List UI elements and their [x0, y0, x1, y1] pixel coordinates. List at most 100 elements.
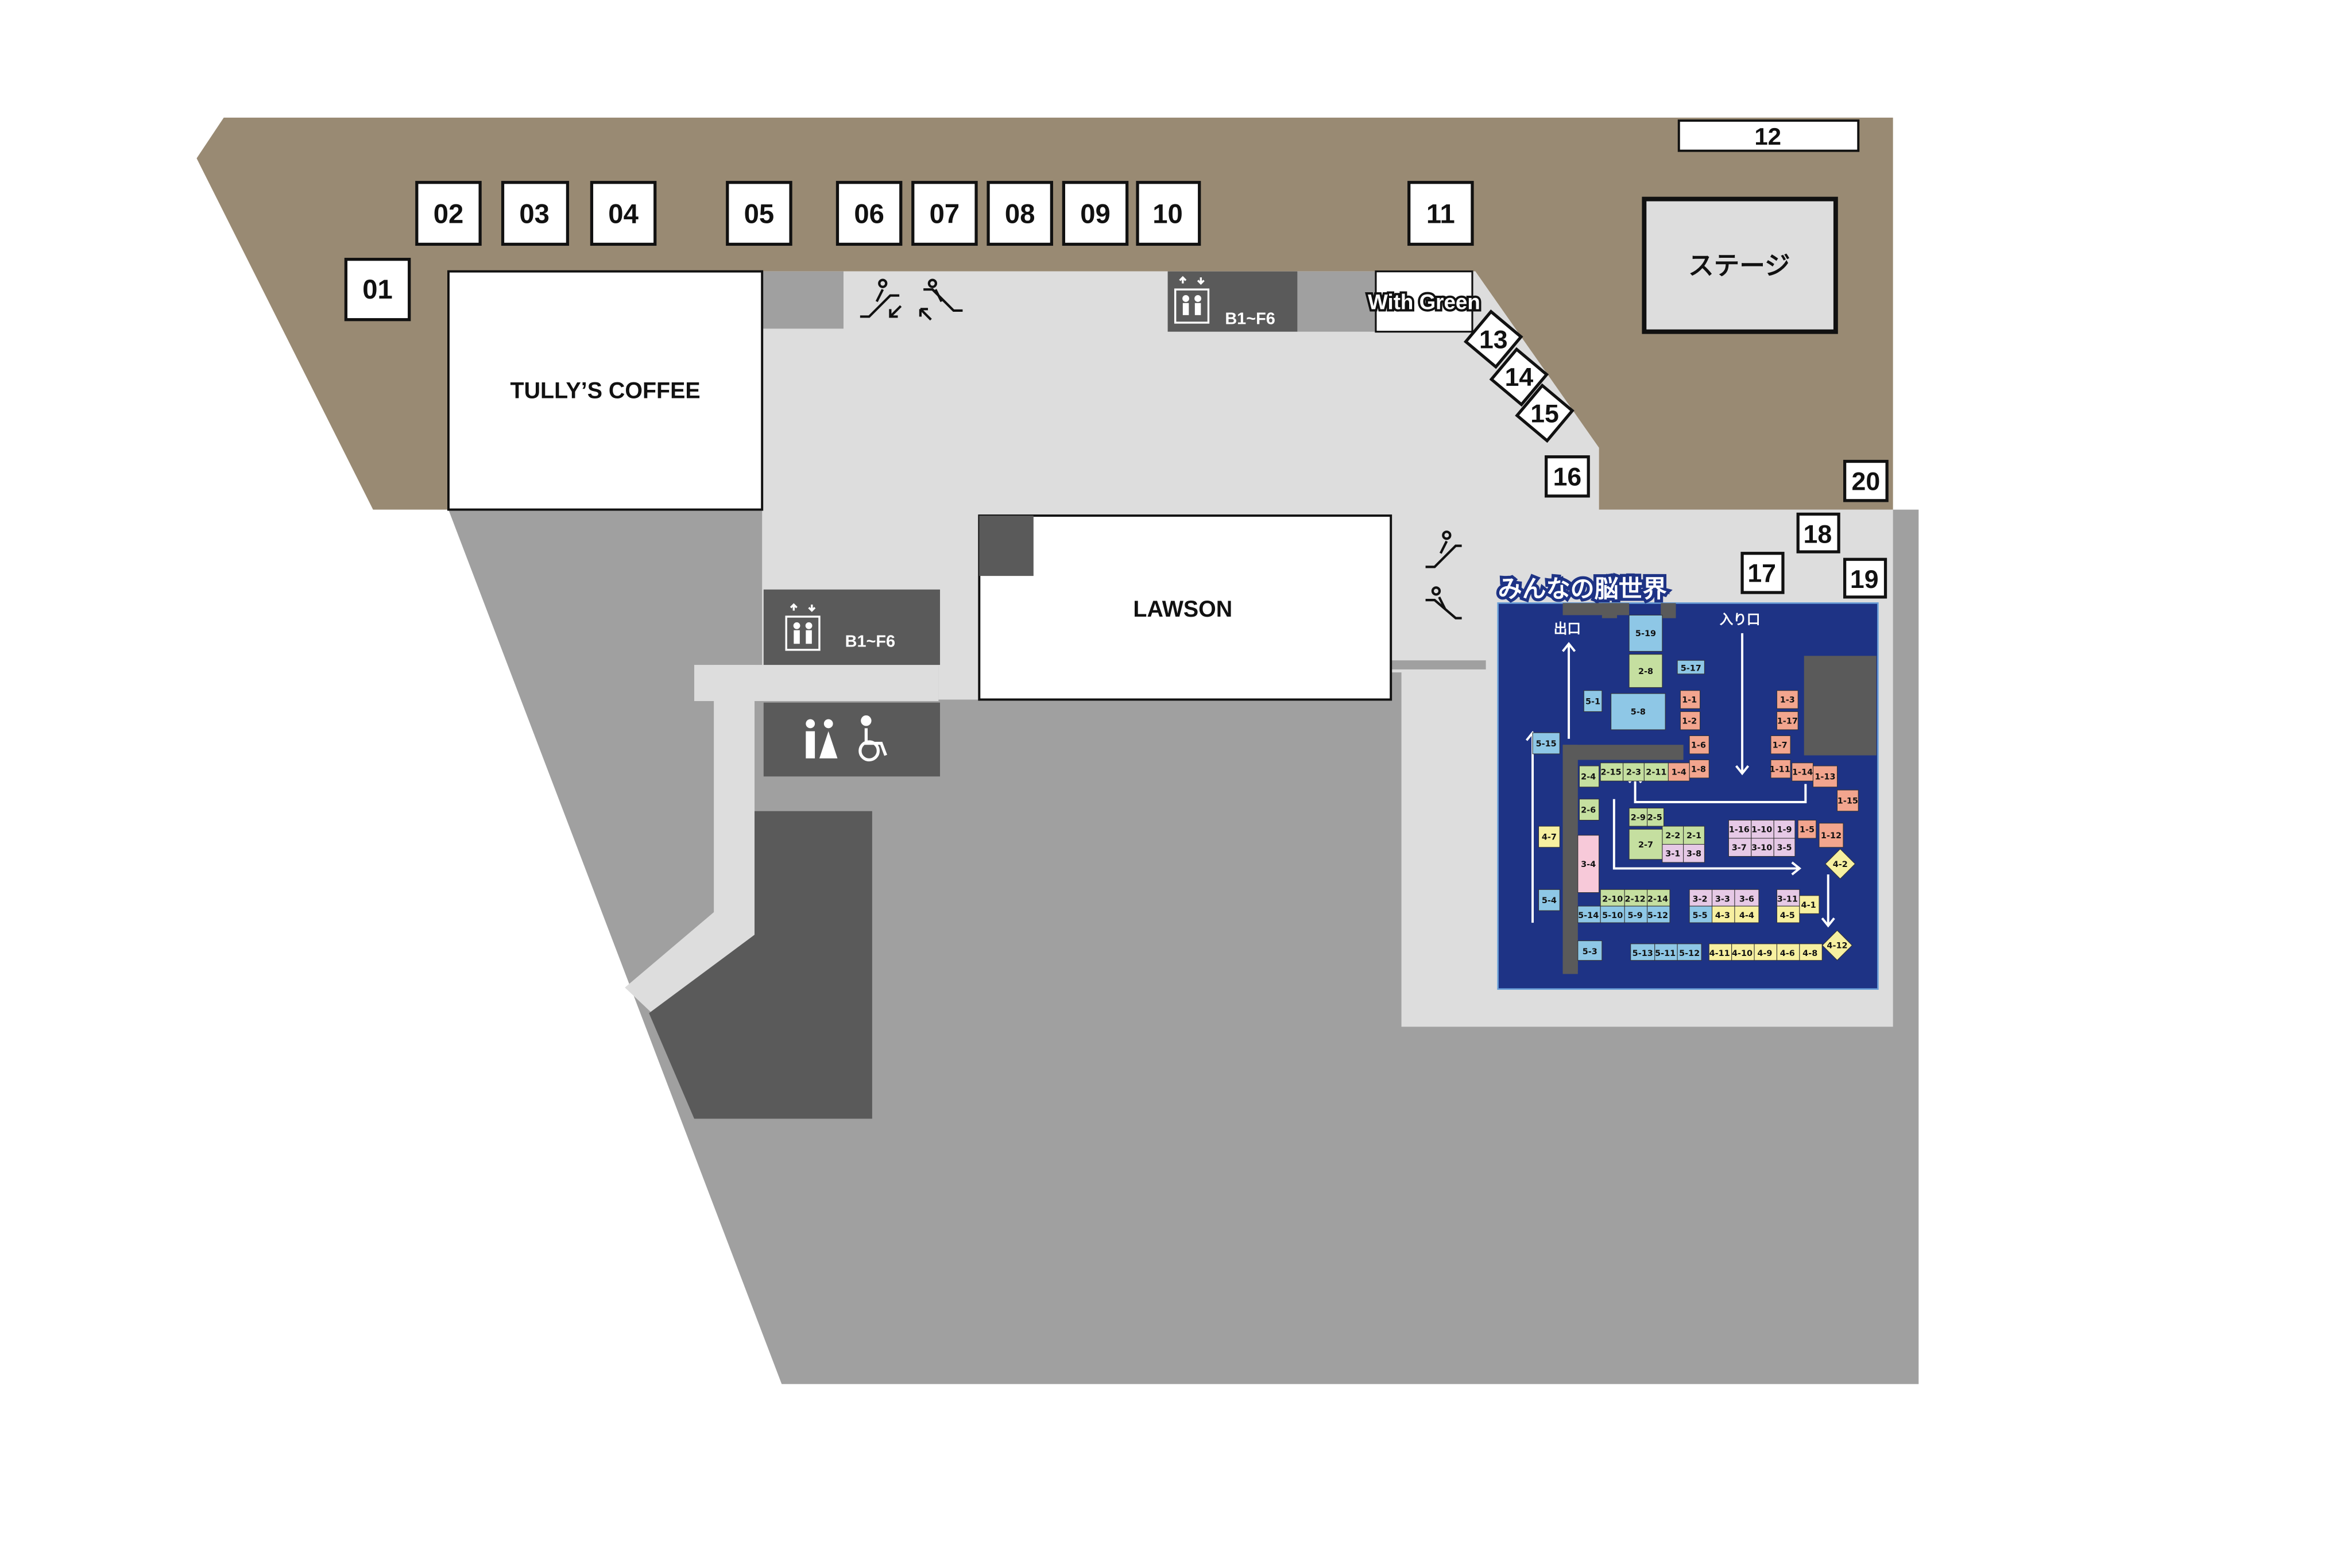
exhibit-cell[interactable]: 1-8	[1689, 759, 1709, 779]
exhibit-cell[interactable]: 4-2	[1824, 848, 1856, 880]
exhibit-cell[interactable]: 1-6	[1689, 735, 1709, 754]
store-with-green[interactable]: With Green	[1365, 270, 1483, 333]
exhibit-cell[interactable]: 3-8	[1683, 844, 1705, 863]
booth-17[interactable]: 17	[1740, 552, 1785, 594]
exhibit-cell[interactable]: 2-3	[1623, 762, 1645, 781]
exhibit-cell[interactable]: 3-6	[1734, 889, 1759, 907]
exhibit-cell[interactable]: 5-19	[1628, 614, 1663, 652]
exhibit-cell[interactable]: 1-1	[1680, 690, 1701, 709]
booth-09[interactable]: 09	[1062, 181, 1129, 246]
elevator-main[interactable]	[763, 589, 941, 665]
exhibit-cell[interactable]: 1-3	[1776, 690, 1798, 709]
booth-18[interactable]: 18	[1796, 512, 1840, 553]
exhibit-cell[interactable]: 1-7	[1770, 735, 1791, 754]
elevator-top[interactable]	[1167, 271, 1298, 332]
exhibit-cell[interactable]: 2-9	[1628, 807, 1648, 827]
booth-08[interactable]: 08	[987, 181, 1053, 246]
booth-02[interactable]: 02	[415, 181, 482, 246]
exhibit-cell[interactable]: 2-2	[1662, 826, 1684, 845]
exhibit-cell[interactable]: 4-11	[1708, 943, 1732, 961]
exhibit-cell[interactable]: 2-5	[1647, 807, 1665, 827]
exhibit-cell[interactable]: 5-3	[1577, 940, 1603, 961]
exhibit-cell[interactable]: 5-5	[1689, 905, 1713, 923]
exhibit-cell[interactable]: 2-12	[1624, 889, 1648, 907]
exhibit-cell[interactable]: 5-11	[1654, 943, 1678, 961]
store-lawson[interactable]: LAWSON	[978, 514, 1392, 701]
exhibit-cell[interactable]: 1-2	[1680, 711, 1701, 730]
exhibit-cell[interactable]: 5-14	[1577, 905, 1601, 923]
exhibit-cell[interactable]: 5-17	[1677, 660, 1705, 675]
exhibit-cell[interactable]: 2-6	[1579, 799, 1600, 821]
exhibit-cell[interactable]: 5-8	[1611, 693, 1666, 730]
exhibit-cell[interactable]: 1-11	[1770, 759, 1791, 779]
exhibit-cell[interactable]: 3-3	[1712, 889, 1735, 907]
booth-19[interactable]: 19	[1843, 557, 1887, 599]
exhibit-cell[interactable]: 5-9	[1624, 905, 1648, 923]
exhibit-cell[interactable]: 2-7	[1628, 828, 1663, 860]
booth-05[interactable]: 05	[726, 181, 792, 246]
booth-19-label: 19	[1850, 566, 1879, 594]
exhibit-cell[interactable]: 1-13	[1812, 765, 1838, 788]
exhibit-cell[interactable]: 2-4	[1579, 765, 1600, 788]
exhibit-cell[interactable]: 4-10	[1731, 943, 1755, 961]
booth-20[interactable]: 20	[1843, 459, 1889, 502]
exhibit-cell[interactable]: 3-7	[1728, 838, 1752, 857]
exhibit-cell[interactable]: 4-9	[1754, 943, 1777, 961]
svg-text:1-16: 1-16	[1729, 826, 1750, 835]
exhibit-cell[interactable]: 4-5	[1776, 905, 1800, 923]
booth-13[interactable]: 13	[1463, 309, 1523, 369]
booth-10[interactable]: 10	[1136, 181, 1201, 246]
exhibit-cell[interactable]: 1-12	[1819, 823, 1844, 848]
exhibit-cell[interactable]: 4-1	[1799, 895, 1820, 914]
exhibit-cell[interactable]: 4-12	[1821, 930, 1853, 961]
stage[interactable]: ステージ	[1642, 196, 1838, 334]
exhibit-cell[interactable]: 2-1	[1683, 826, 1705, 845]
booth-09-label: 09	[1080, 199, 1111, 230]
booth-06[interactable]: 06	[835, 181, 903, 246]
exhibit-cell[interactable]: 5-12	[1677, 943, 1702, 961]
booth-16[interactable]: 16	[1545, 455, 1590, 498]
restrooms[interactable]	[763, 702, 941, 777]
svg-text:3-10: 3-10	[1751, 843, 1772, 853]
booth-12[interactable]: 12	[1677, 119, 1860, 152]
booth-14[interactable]: 14	[1489, 347, 1549, 407]
booth-01[interactable]: 01	[344, 258, 411, 322]
svg-text:5-17: 5-17	[1681, 664, 1701, 673]
exhibit-cell[interactable]: 5-12	[1647, 905, 1670, 923]
exhibit-cell[interactable]: 4-7	[1538, 826, 1560, 848]
booth-07[interactable]: 07	[911, 181, 978, 246]
exhibit-cell[interactable]: 1-17	[1776, 711, 1798, 730]
exhibit-cell[interactable]: 4-8	[1799, 943, 1823, 961]
booth-11[interactable]: 11	[1407, 181, 1474, 246]
exhibit-cell[interactable]: 5-4	[1538, 889, 1560, 911]
exhibit-cell[interactable]: 3-2	[1689, 889, 1713, 907]
exhibit-cell[interactable]: 5-10	[1600, 905, 1625, 923]
exhibit-cell[interactable]: 2-11	[1643, 762, 1669, 781]
exhibit-cell[interactable]: 3-11	[1776, 889, 1800, 907]
exhibit-cell[interactable]: 2-15	[1600, 762, 1624, 781]
exhibit-cell[interactable]: 5-1	[1583, 690, 1603, 712]
exhibit-cell[interactable]: 3-10	[1751, 838, 1774, 857]
exhibit-cell[interactable]: 1-4	[1668, 762, 1690, 781]
booth-03[interactable]: 03	[501, 181, 570, 246]
exhibit-cell[interactable]: 2-8	[1628, 654, 1663, 688]
exhibit-cell[interactable]: 4-3	[1712, 905, 1735, 923]
exhibit-cell[interactable]: 4-6	[1776, 943, 1800, 961]
exhibit-cell[interactable]: 1-5	[1797, 819, 1817, 839]
exhibit-cell[interactable]: 4-4	[1734, 905, 1759, 923]
booth-15[interactable]: 15	[1515, 383, 1575, 443]
exhibit-cell[interactable]: 1-14	[1792, 762, 1813, 781]
exhibit-cell[interactable]: 3-5	[1773, 838, 1796, 857]
exhibit-cell[interactable]: 2-14	[1647, 889, 1670, 907]
exhibit-cell[interactable]: 3-4	[1577, 835, 1600, 893]
exhibit-cell[interactable]: 1-9	[1773, 819, 1796, 839]
store-tullys[interactable]: TULLY’S COFFEE	[447, 270, 764, 511]
exhibit-cell[interactable]: 1-16	[1728, 819, 1752, 839]
exhibit-cell[interactable]: 1-15	[1836, 789, 1859, 812]
exhibit-cell[interactable]: 1-10	[1751, 819, 1774, 839]
exhibit-cell[interactable]: 2-10	[1600, 889, 1625, 907]
exhibit-cell[interactable]: 5-15	[1532, 732, 1560, 754]
exhibit-cell[interactable]: 5-13	[1630, 943, 1655, 961]
exhibit-cell[interactable]: 3-1	[1662, 844, 1684, 863]
booth-04[interactable]: 04	[590, 181, 657, 246]
